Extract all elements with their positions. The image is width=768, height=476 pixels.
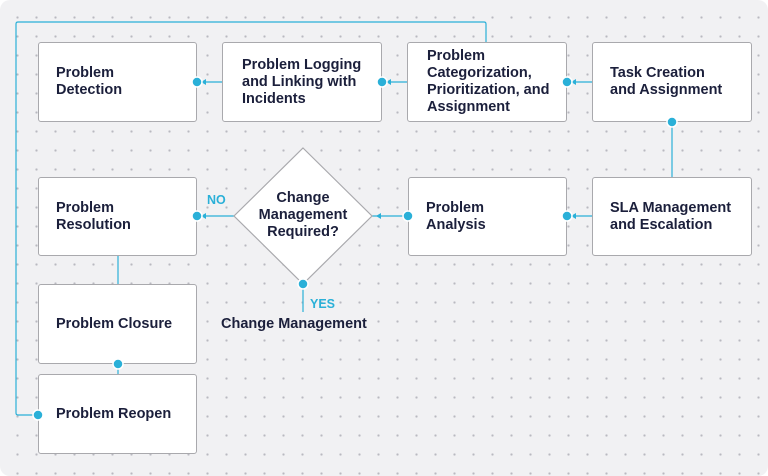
dot-reopen-left [32,409,44,421]
dot-categorization-right [561,76,573,88]
dot-logging-right [376,76,388,88]
dot-resolution-right [191,210,203,222]
arrowhead-into-decision [376,213,381,219]
arrowhead-into-categorization [571,79,576,85]
node-problem-closure[interactable]: Problem Closure [38,284,197,364]
decision-no-label: NO [207,193,226,207]
node-label: Problem Reopen [56,405,172,422]
connector-reopen-to-categorization [15,21,487,416]
dot-task-bottom [666,116,678,128]
dot-analysis-right [561,210,573,222]
dot-analysis-left [402,210,414,222]
dot-detection-right [191,76,203,88]
arrowhead-into-analysis [571,213,576,219]
decision-yes-label: YES [310,297,336,311]
node-problem-reopen[interactable]: Problem Reopen [38,374,197,454]
dot-decision-bottom [297,278,309,290]
arrowhead-into-detection [201,79,206,85]
node-label: Problem Closure [56,315,173,332]
arrowhead-into-resolution [201,213,206,219]
change-management-label: Change Management [221,316,367,332]
arrowhead-into-logging [386,79,391,85]
dot-closure-bottom [112,358,124,370]
